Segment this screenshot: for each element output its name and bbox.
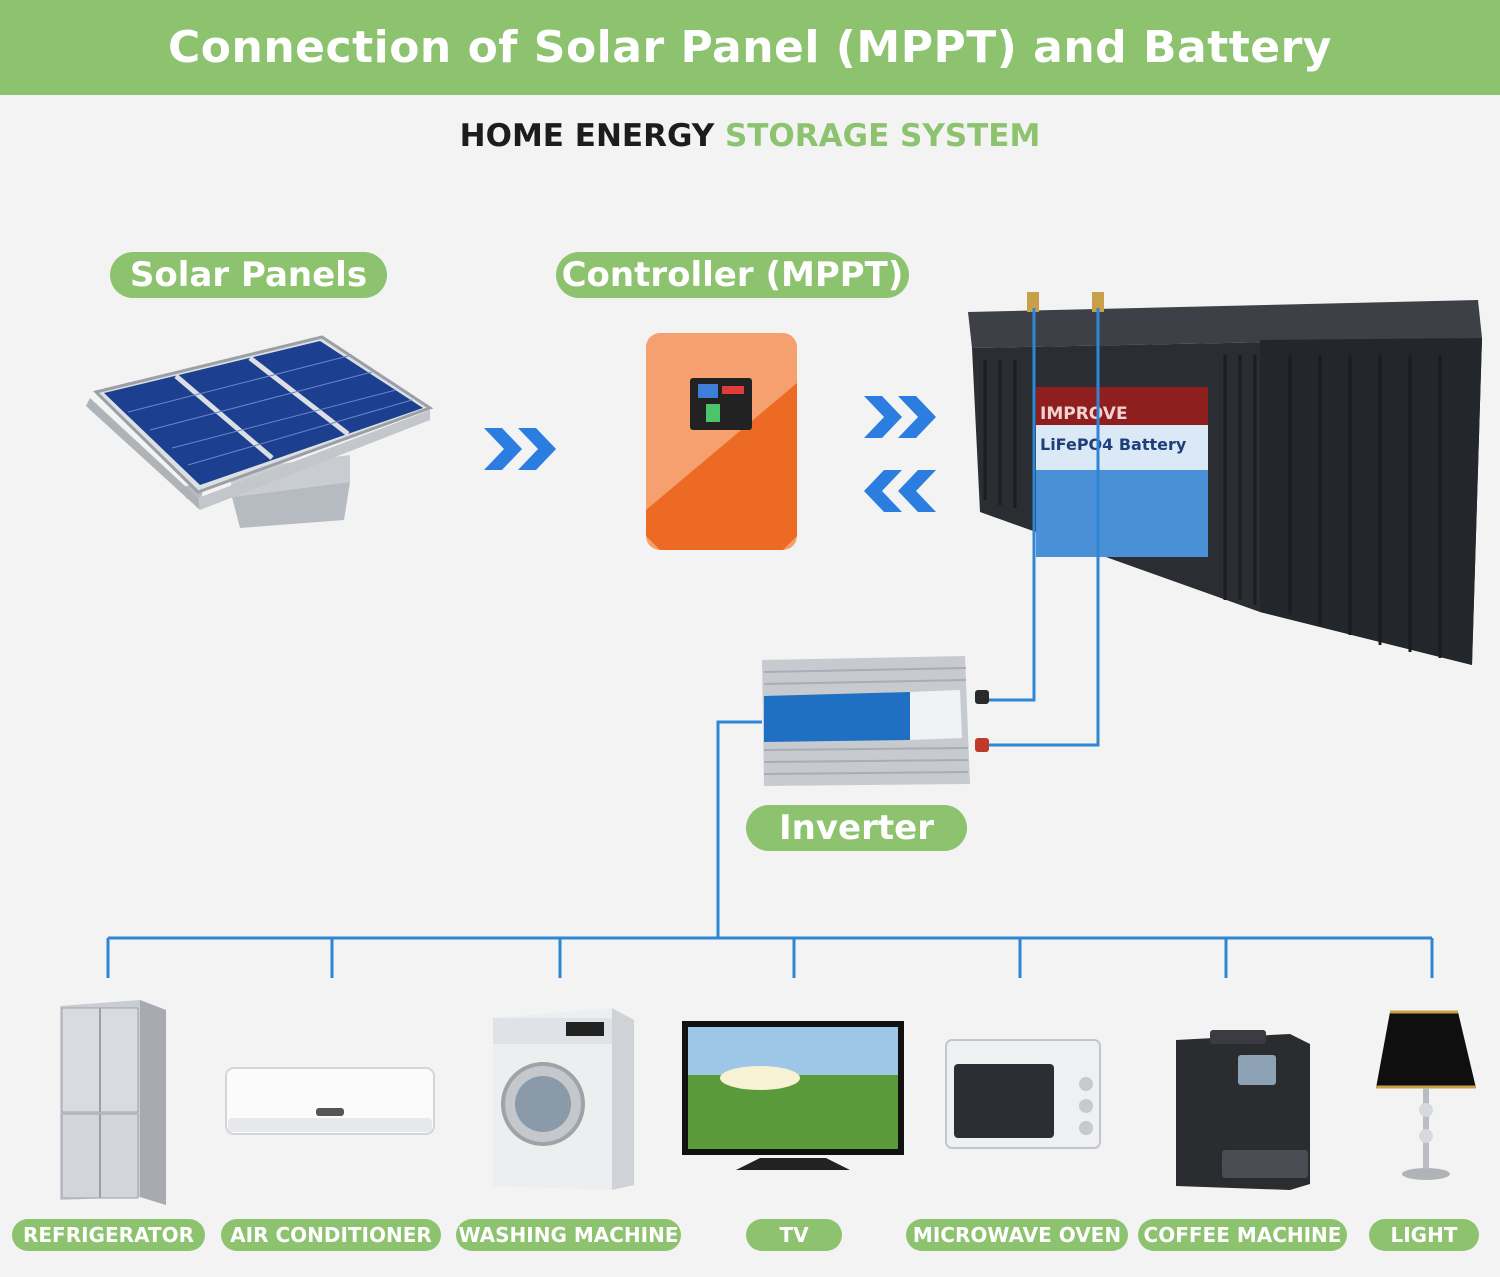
arrow-battery-to-controller-icon [864,470,936,512]
solar-panels-label: Solar Panels [110,252,387,298]
appliance-label-microwave-oven: MICROWAVE OVEN [906,1219,1128,1251]
inverter-output-wire [716,720,762,938]
inverter-illustration [762,656,989,786]
appliance-label-refrigerator: REFRIGERATOR [12,1219,205,1251]
battery-positive-wire [989,308,1100,747]
appliance-label-tv: TV [746,1219,842,1251]
subtitle: HOME ENERGY STORAGE SYSTEM [0,118,1500,154]
subtitle-part-1: HOME ENERGY [459,118,715,154]
controller-label: Controller (MPPT) [556,252,909,298]
refrigerator-illustration [60,1000,166,1205]
page-title: Connection of Solar Panel (MPPT) and Bat… [168,22,1332,73]
inverter-label: Inverter [746,805,967,851]
appliance-label-coffee-machine: COFFEE MACHINE [1138,1219,1347,1251]
tv-illustration [682,1021,904,1170]
air-conditioner-illustration [225,1067,435,1135]
coffee-machine-illustration [1176,1030,1310,1190]
appliance-label-washing-machine: WASHING MACHINE [456,1219,681,1251]
washing-machine-illustration [493,1008,634,1190]
battery-type-label: LiFePO4 Battery [1040,435,1187,454]
appliance-label-light: LIGHT [1369,1219,1479,1251]
wiring [106,308,1434,978]
controller-illustration [646,333,797,550]
appliance-label-air-conditioner: AIR CONDITIONER [221,1219,441,1251]
solar-panel-illustration [86,335,434,528]
microwave-oven-illustration [945,1039,1101,1149]
light-illustration [1376,1010,1476,1180]
subtitle-part-2: STORAGE SYSTEM [724,118,1041,154]
header-banner: Connection of Solar Panel (MPPT) and Bat… [0,0,1500,95]
battery-illustration: IMPROVE LiFePO4 Battery [968,292,1482,665]
battery-negative-wire [989,308,1036,702]
arrow-solar-to-controller-icon [484,428,556,470]
battery-brand-label: IMPROVE [1040,404,1128,424]
arrow-controller-to-battery-icon [864,396,936,438]
